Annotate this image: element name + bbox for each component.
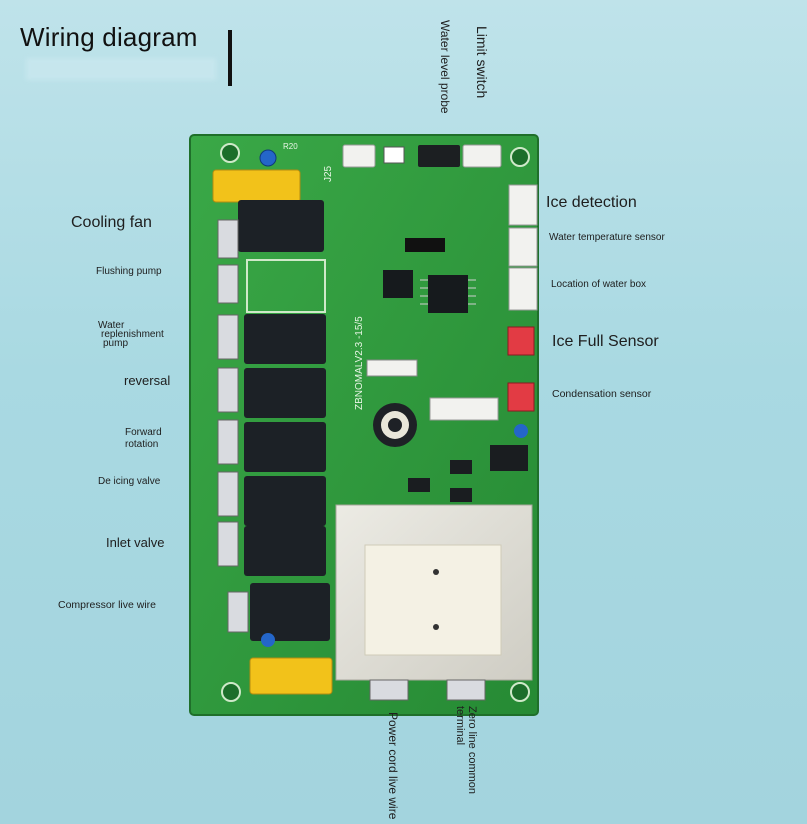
connector-water-level-probe — [342, 144, 376, 168]
diagram-title: Wiring diagram — [20, 22, 198, 52]
label-inlet-valve: Inlet valve — [106, 535, 165, 550]
relay-compressor — [250, 583, 330, 641]
red-connectors — [507, 326, 535, 412]
ic-pins — [420, 279, 476, 305]
relay-cooling-fan-cover — [212, 169, 301, 203]
silk-model: ZBNOMALV2.3 -15/5 — [354, 316, 365, 410]
label-limit-switch: Limit switch — [474, 26, 490, 99]
label-water-level-probe: Water level probe — [438, 20, 452, 114]
label-forward-rotation-1: Forward — [125, 427, 162, 438]
label-cooling-fan: Cooling fan — [71, 214, 152, 231]
ic-left — [383, 270, 413, 298]
label-water-temperature-sensor: Water temperature sensor — [549, 232, 665, 243]
terminal-power-live — [369, 679, 409, 701]
label-power-cord-live-wire: Power cord live wire — [386, 712, 400, 820]
label-forward-rotation-2: rotation — [125, 439, 159, 450]
label-flushing-pump: Flushing pump — [96, 266, 162, 277]
relay-stack — [244, 314, 326, 576]
label-location-of-water-box: Location of water box — [551, 279, 647, 290]
label-reversal: reversal — [124, 373, 171, 388]
header-row — [366, 359, 418, 377]
label-compressor-live-wire: Compressor live wire — [58, 599, 157, 611]
label-zero-line-1: Zero line common — [466, 706, 478, 795]
silk-j25: J25 — [323, 165, 334, 182]
relay-slot-empty — [246, 259, 326, 313]
connector-limit-switch-b — [462, 144, 502, 168]
connector-small — [383, 146, 405, 164]
left-terminals — [217, 219, 249, 633]
silk-r20: R20 — [283, 142, 298, 151]
ic-main — [428, 275, 468, 313]
label-ice-detection: Ice detection — [546, 194, 637, 211]
capacitor-blue-bottom — [261, 633, 275, 647]
header-pins — [405, 238, 445, 252]
capacitor-small-blue — [514, 424, 528, 438]
voltage-regulator — [490, 445, 528, 471]
connector-white-small — [429, 397, 499, 421]
small-components — [408, 460, 472, 502]
relay-compressor-cover — [249, 657, 333, 695]
label-condensation-sensor: Condensation sensor — [552, 388, 652, 400]
label-deicing-valve: De icing valve — [98, 476, 161, 487]
terminal-zero-line — [446, 679, 486, 701]
relay-cooling-fan — [238, 200, 324, 252]
transformer-core — [364, 544, 502, 656]
label-ice-full-sensor: Ice Full Sensor — [552, 333, 659, 350]
right-white-connectors — [508, 184, 538, 311]
title-cursor-bar — [228, 30, 232, 86]
label-water-replenishment-3: pump — [103, 338, 129, 349]
connector-limit-switch — [418, 145, 460, 167]
mounting-holes — [220, 143, 530, 702]
title-watermark-smudge — [26, 58, 216, 80]
capacitor-blue — [259, 149, 277, 167]
label-water-replenishment-2: replenishment — [101, 329, 164, 340]
label-zero-line-2: terminal — [454, 706, 466, 746]
label-water-replenishment-1: Water — [98, 320, 125, 331]
